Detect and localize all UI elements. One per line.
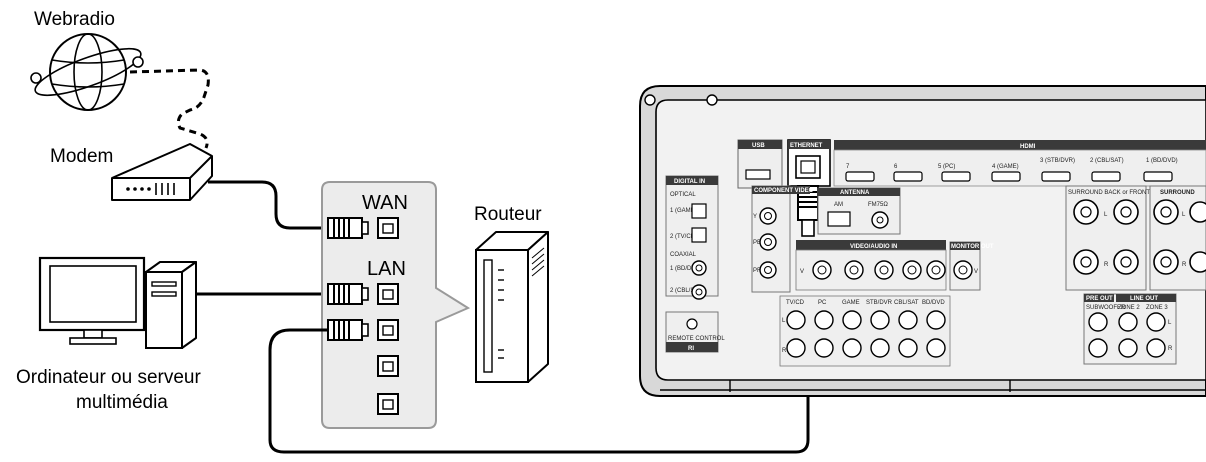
- modem-icon: [111, 143, 213, 201]
- svg-text:R: R: [782, 348, 787, 354]
- svg-text:1 (BD/DVD): 1 (BD/DVD): [670, 266, 702, 272]
- surround-back-speaker-terminals: SURROUND BACK or FRONT HIGH L R: [1065, 185, 1167, 291]
- lan-port: [377, 319, 399, 341]
- svg-text:DIGITAL IN: DIGITAL IN: [674, 179, 705, 185]
- svg-text:ANTENNA: ANTENNA: [840, 190, 870, 196]
- svg-text:VIDEO/AUDIO IN: VIDEO/AUDIO IN: [850, 244, 897, 250]
- router-label: Routeur: [474, 204, 542, 225]
- ethernet-port: ETHERNET: [787, 139, 831, 187]
- svg-text:L: L: [782, 318, 786, 324]
- computer-icon: [38, 256, 197, 349]
- computer-label-line2: multimédia: [76, 392, 168, 413]
- svg-text:2 (CBL/SAT): 2 (CBL/SAT): [670, 288, 704, 294]
- video-audio-inputs: VIDEO/AUDIO IN V TV/CD PC GAME STB/DVR C…: [779, 240, 951, 367]
- svg-text:V: V: [974, 269, 978, 275]
- svg-text:RI: RI: [688, 346, 694, 352]
- svg-text:2 (TV/CD): 2 (TV/CD): [670, 234, 697, 240]
- lan-label: LAN: [367, 258, 406, 280]
- svg-text:AM: AM: [834, 202, 843, 208]
- rj45-plug-icon: [327, 319, 369, 341]
- modem-label: Modem: [50, 146, 113, 167]
- svg-text:2 (CBL/SAT): 2 (CBL/SAT): [1090, 158, 1124, 164]
- svg-text:USB: USB: [752, 143, 765, 149]
- svg-text:SURROUND BACK or FRONT HIGH: SURROUND BACK or FRONT HIGH: [1068, 190, 1167, 196]
- svg-text:PR: PR: [753, 268, 762, 274]
- svg-text:5 (PC): 5 (PC): [938, 164, 955, 170]
- lan-port: [377, 355, 399, 377]
- svg-text:REMOTE CONTROL: REMOTE CONTROL: [668, 336, 725, 342]
- component-video-section: COMPONENT VIDEO Y PB PR: [751, 185, 814, 293]
- svg-text:PRE OUT: PRE OUT: [1086, 296, 1113, 302]
- wan-port: [377, 217, 399, 239]
- router-icon: [475, 231, 549, 383]
- lan-port: [377, 283, 399, 305]
- svg-text:HDMI: HDMI: [1020, 144, 1036, 150]
- svg-text:PB: PB: [753, 240, 761, 246]
- svg-text:L: L: [1104, 212, 1108, 218]
- globe-icon: [30, 33, 144, 111]
- svg-text:L: L: [1168, 320, 1172, 326]
- internet-link-dashed: [129, 68, 210, 149]
- svg-text:3 (STB/DVR): 3 (STB/DVR): [1040, 158, 1075, 164]
- pre-out-line-out: PRE OUT LINE OUT SUBWOOFER ZONE 2 ZONE 3…: [1083, 293, 1177, 365]
- antenna-section: ANTENNA AM FM75Ω: [817, 187, 901, 235]
- svg-text:4 (GAME): 4 (GAME): [992, 164, 1019, 170]
- svg-text:ZONE 2: ZONE 2: [1118, 305, 1140, 311]
- svg-text:L: L: [1182, 212, 1186, 218]
- digital-in-section: DIGITAL IN OPTICAL 1 (GAME) 2 (TV/CD) CO…: [665, 175, 719, 300]
- svg-text:R: R: [1168, 346, 1173, 352]
- svg-text:BD/DVD: BD/DVD: [922, 300, 945, 306]
- svg-text:PC: PC: [818, 300, 827, 306]
- wan-label: WAN: [362, 192, 408, 214]
- svg-text:COAXIAL: COAXIAL: [670, 252, 697, 258]
- svg-text:STB/DVR: STB/DVR: [866, 300, 893, 306]
- svg-text:R: R: [1182, 262, 1187, 268]
- svg-text:SUBWOOFER: SUBWOOFER: [1086, 305, 1126, 311]
- usb-port: USB: [737, 139, 783, 189]
- svg-text:CBL/SAT: CBL/SAT: [894, 300, 919, 306]
- svg-text:OPTICAL: OPTICAL: [670, 192, 696, 198]
- svg-text:ETHERNET: ETHERNET: [790, 143, 823, 149]
- computer-label-line1: Ordinateur ou serveur: [16, 367, 201, 388]
- svg-text:Y: Y: [753, 214, 757, 220]
- svg-text:MONITOR OUT: MONITOR OUT: [951, 244, 994, 250]
- webradio-label: Webradio: [34, 9, 115, 30]
- router-receiver-cable: [268, 236, 810, 454]
- svg-text:LINE OUT: LINE OUT: [1130, 296, 1158, 302]
- rj45-plug-icon: [327, 217, 369, 239]
- svg-text:FM75Ω: FM75Ω: [868, 202, 888, 208]
- svg-text:ZONE 3: ZONE 3: [1146, 305, 1168, 311]
- lan-port: [377, 393, 399, 415]
- monitor-out: MONITOR OUT V: [949, 241, 994, 291]
- hdmi-inputs: HDMI 7 6 5 (PC) 4 (GAME) 3 (STB/DVR) 2 (…: [833, 140, 1206, 187]
- remote-control-ri: REMOTE CONTROL RI: [665, 311, 725, 353]
- modem-wan-cable: [208, 180, 330, 230]
- svg-text:SURROUND: SURROUND: [1160, 190, 1195, 196]
- svg-text:6: 6: [894, 164, 898, 170]
- svg-text:V: V: [800, 269, 804, 275]
- surround-speaker-terminals: SURROUND L R: [1149, 185, 1206, 291]
- rj45-plug-icon: [327, 283, 369, 305]
- svg-text:GAME: GAME: [842, 300, 860, 306]
- svg-text:1 (GAME): 1 (GAME): [670, 208, 697, 214]
- svg-text:1 (BD/DVD): 1 (BD/DVD): [1146, 158, 1178, 164]
- svg-text:7: 7: [846, 164, 850, 170]
- svg-text:R: R: [1104, 262, 1109, 268]
- svg-text:COMPONENT VIDEO: COMPONENT VIDEO: [754, 188, 814, 194]
- svg-text:TV/CD: TV/CD: [786, 300, 805, 306]
